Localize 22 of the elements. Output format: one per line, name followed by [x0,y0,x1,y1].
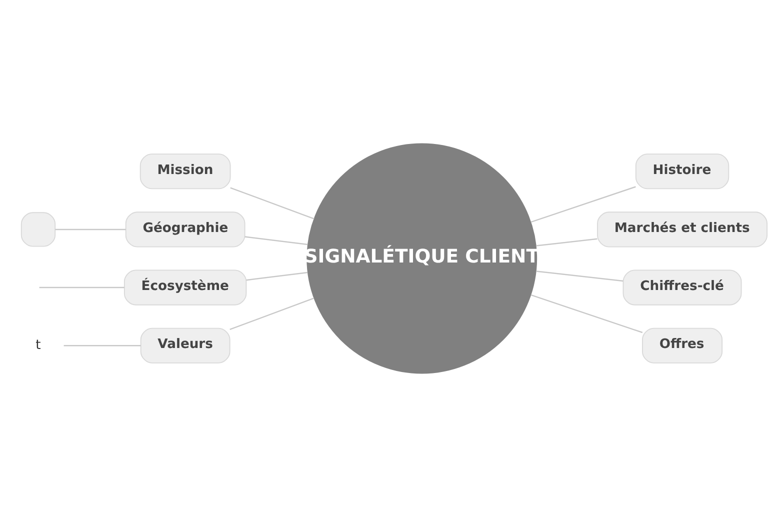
connector [64,344,141,346]
connector [55,228,126,230]
node-box: Valeurs [140,327,230,363]
connector [536,238,598,246]
connector [244,236,308,245]
node-box: Chiffres-clé [622,269,742,305]
node-box: Offres [642,327,723,363]
connector [246,271,308,280]
connector [230,297,314,330]
node-text: t [36,338,41,353]
connector [530,294,643,333]
node-circle: SIGNALÉTIQUE CLIENT [306,142,538,374]
node-box: Écosystème [124,269,247,305]
node-box: Marchés et clients [597,211,768,247]
connector [39,286,124,288]
node-box [20,212,56,246]
node-box: Géographie [125,211,246,247]
node-box: Mission [140,153,231,189]
connector [230,186,314,219]
connector [530,186,636,222]
node-box: Histoire [635,153,730,189]
connector [536,270,624,282]
